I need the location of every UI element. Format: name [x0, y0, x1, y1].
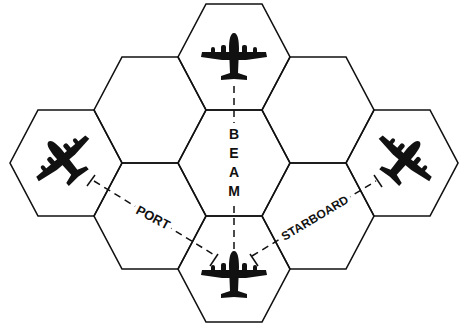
- port-label: PORT: [131, 200, 175, 233]
- hex-cell: [94, 57, 206, 163]
- hex-cell: [262, 57, 374, 163]
- hex-cell: [262, 163, 374, 269]
- hex-cell: [346, 110, 458, 216]
- hex-cell: [10, 110, 122, 216]
- hex-cell: [178, 110, 290, 216]
- starboard-label: STARBOARD: [276, 191, 353, 245]
- hex-cell: [94, 163, 206, 269]
- beam-label: BEAM: [226, 123, 242, 203]
- hex-cell: [178, 4, 290, 110]
